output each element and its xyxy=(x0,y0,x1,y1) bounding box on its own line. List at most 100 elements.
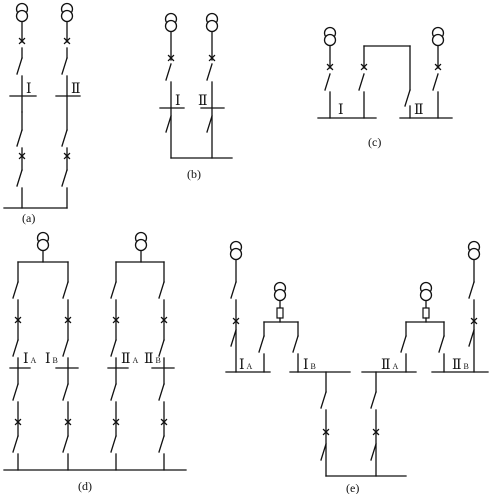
breaker-x-icon xyxy=(372,428,380,436)
switch-icon xyxy=(320,391,327,409)
transformer-icon xyxy=(323,33,337,47)
breaker-x-icon xyxy=(160,316,168,324)
switch-icon xyxy=(61,129,68,147)
switch-icon xyxy=(292,335,299,353)
caption-e: (e) xyxy=(346,481,359,494)
transformer-icon xyxy=(419,288,433,302)
switch-icon xyxy=(12,281,19,299)
switch-icon xyxy=(230,281,237,299)
transformer-icon xyxy=(15,9,29,23)
breaker-x-icon xyxy=(112,316,120,324)
breaker-x-icon xyxy=(434,63,442,71)
breaker-x-icon xyxy=(360,63,368,71)
diagram-c: Ⅰ Ⅱ (c) xyxy=(317,26,453,149)
transformer-icon xyxy=(431,33,445,47)
breaker-x-icon xyxy=(63,152,71,160)
breaker-x-icon xyxy=(64,418,72,426)
breaker-x-icon xyxy=(326,63,334,71)
switch-icon xyxy=(158,383,165,401)
breaker-x-icon xyxy=(112,418,120,426)
switch-icon xyxy=(158,281,165,299)
switch-icon xyxy=(16,129,23,147)
switch-icon xyxy=(62,339,69,357)
switch-icon xyxy=(110,281,117,299)
transformer-icon xyxy=(60,9,74,23)
caption-b: (b) xyxy=(187,167,201,181)
switch-icon xyxy=(110,435,117,453)
switch-icon xyxy=(61,169,68,187)
switch-icon xyxy=(12,383,19,401)
switch-icon xyxy=(370,391,377,409)
switch-icon xyxy=(110,339,117,357)
bus-label-i: Ⅰ xyxy=(175,94,181,109)
breaker-x-icon xyxy=(18,152,26,160)
switch-icon xyxy=(12,339,19,357)
diagram-a: Ⅰ Ⅱ (a) xyxy=(3,2,81,225)
switch-icon xyxy=(16,169,23,187)
breaker-x-icon xyxy=(18,37,26,45)
switch-icon xyxy=(158,339,165,357)
breaker-x-icon xyxy=(322,428,330,436)
switch-icon xyxy=(110,383,117,401)
caption-c: (c) xyxy=(368,135,381,149)
switch-icon xyxy=(206,63,213,81)
transformer-icon xyxy=(164,19,178,33)
switch-icon xyxy=(62,281,69,299)
transformer-icon xyxy=(273,288,287,302)
switch-icon xyxy=(62,435,69,453)
breaker-x-icon xyxy=(167,54,175,62)
transformer-icon xyxy=(134,238,148,252)
breaker-x-icon xyxy=(232,317,240,325)
switch-icon xyxy=(165,115,172,133)
breaker-x-icon xyxy=(470,317,478,325)
switch-icon xyxy=(12,435,19,453)
transformer-icon xyxy=(229,247,243,261)
bus-label-i: Ⅰ xyxy=(338,103,344,118)
bus-label-ii: Ⅱ xyxy=(414,103,424,118)
switch-icon xyxy=(432,73,439,91)
breaker-x-icon xyxy=(14,418,22,426)
diagram-d-columns xyxy=(12,261,168,471)
breaker-x-icon xyxy=(14,316,22,324)
diagram-b: Ⅰ Ⅱ (b) xyxy=(159,12,233,181)
caption-d: (d) xyxy=(78,479,92,493)
switch-icon xyxy=(61,57,68,75)
switch-icon xyxy=(62,383,69,401)
switch-icon xyxy=(358,73,365,91)
switch-icon xyxy=(206,115,213,133)
fuse-icon xyxy=(422,307,430,319)
fuse-icon xyxy=(276,307,284,319)
bus-label-i: Ⅰ xyxy=(26,82,32,97)
switch-icon xyxy=(16,57,23,75)
breaker-x-icon xyxy=(160,418,168,426)
switch-icon xyxy=(468,281,475,299)
switch-icon xyxy=(258,335,265,353)
switch-icon xyxy=(438,335,445,353)
switch-icon xyxy=(158,435,165,453)
switch-icon xyxy=(400,335,407,353)
transformer-icon xyxy=(467,247,481,261)
switch-icon xyxy=(324,73,331,91)
transformer-icon xyxy=(205,19,219,33)
breaker-x-icon xyxy=(64,316,72,324)
breaker-x-icon xyxy=(63,37,71,45)
bus-label-ii: Ⅱ xyxy=(198,94,208,109)
breaker-x-icon xyxy=(208,54,216,62)
switch-icon xyxy=(320,443,327,461)
transformer-icon xyxy=(36,238,50,252)
switch-icon xyxy=(404,89,411,107)
switch-icon xyxy=(468,329,475,347)
switch-icon xyxy=(165,63,172,81)
caption-a: (a) xyxy=(22,211,35,225)
